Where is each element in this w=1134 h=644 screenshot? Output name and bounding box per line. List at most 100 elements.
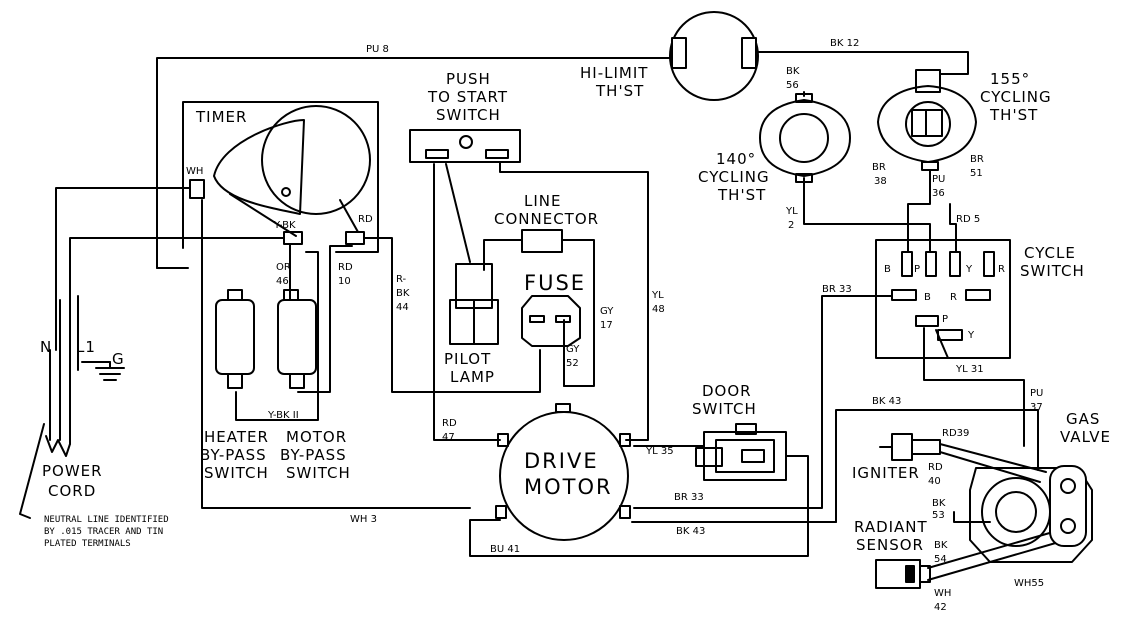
motor-bypass-line2: BY-PASS (280, 446, 347, 464)
wire-label-pu8: PU 8 (366, 44, 389, 55)
push-to-start-term-2 (485, 149, 509, 159)
radiant-sensor-tab (905, 565, 915, 583)
wire-label-wh42-a: WH (934, 588, 951, 599)
timer-rd-terminal (345, 231, 365, 245)
motor-bypass-body (277, 299, 317, 375)
motor-bypass-bottom (289, 373, 305, 389)
wire-yl48 (499, 161, 649, 441)
radiant-sensor-line2: SENSOR (856, 536, 924, 554)
cycle-switch-low-p: P (942, 314, 948, 325)
cycle-switch-mid-r: R (950, 292, 957, 303)
cycle-switch-top-y: Y (965, 264, 973, 275)
wire-rd10 (297, 245, 353, 393)
wire-label-rbk44-a: R- (396, 274, 407, 285)
cycle-switch-box (875, 239, 1011, 359)
gas-valve-line2: VALVE (1060, 428, 1111, 446)
note-line2: BY .015 TRACER AND TIN (44, 527, 163, 537)
drive-motor-term-left (497, 433, 509, 447)
gas-valve-bolt-bottom (1060, 518, 1076, 534)
door-switch-outer (703, 431, 787, 481)
wire-label-bk56-b: 56 (786, 80, 799, 91)
wire-br33-top (633, 295, 893, 509)
wire-rd-timer (339, 199, 359, 233)
wire-label-yl31: YL 31 (955, 364, 984, 375)
cycle-term-p (901, 251, 913, 277)
push-to-start-button (459, 135, 473, 149)
heater-bypass-line1: HEATER (204, 428, 269, 446)
cycle-term-b-mid (891, 289, 917, 301)
wire-line-connector (483, 239, 523, 271)
heater-bypass-line2: BY-PASS (200, 446, 267, 464)
wire-yl2 (803, 177, 931, 253)
push-to-start-term-1 (425, 149, 449, 159)
bypass-switches: HEATER BY-PASS SWITCH MOTOR BY-PASS SWIT… (200, 262, 410, 482)
cycle-switch-top-r: R (998, 264, 1005, 275)
door-switch: DOOR SWITCH (692, 382, 787, 481)
cycling-155-line3: TH'ST (989, 106, 1038, 124)
wire-sensor-2 (927, 539, 1067, 581)
wire-label-rbk44-c: 44 (396, 302, 409, 313)
wire-pu8 (156, 57, 673, 269)
wire-bk43-top (835, 409, 1039, 523)
wire-ybk (229, 193, 297, 237)
wire-label-rd5: RD 5 (956, 214, 980, 225)
igniter-body (891, 433, 913, 461)
wire-rd47 (433, 163, 501, 441)
wire-label-ybk-timer: Y-BK (273, 220, 296, 231)
drive-motor-term-right (619, 433, 631, 447)
cycling-155-top-tab (915, 69, 941, 93)
wire-gy17 (561, 239, 595, 387)
wire-label-wh42-b: 42 (934, 602, 947, 613)
wire-label-pu37-b: 37 (1030, 402, 1043, 413)
radiant-sensor-line1: RADIANT (854, 518, 928, 536)
wire-label-wh3: WH 3 (350, 514, 377, 525)
cycling-thermostat-155: 155° CYCLING TH'ST BR 38 PU 36 BR 51 RD … (872, 69, 1051, 225)
wire-label-bk12: BK 12 (830, 38, 859, 49)
timer-wh-label: WH (186, 166, 203, 177)
cycle-switch: CYCLE SWITCH B P Y R B R P Y BR 33 YL 31 (822, 244, 1084, 375)
radiant-sensor-plug (919, 565, 931, 583)
wire-black-hub (69, 237, 285, 321)
cycle-term-r-mid (965, 289, 991, 301)
igniter-plug (911, 439, 941, 455)
cord-g-label: G (112, 350, 125, 368)
drive-motor: DRIVE MOTOR RD 47 YL 35 BR 33 BK 43 WH 3… (350, 403, 705, 555)
cycling-140-line1: 140° (716, 150, 756, 168)
push-to-start-body (409, 129, 521, 163)
wire-label-bk56-a: BK (786, 66, 800, 77)
wire-label-bk53-b: 53 (932, 510, 945, 521)
wire-label-br33-bottom: BR 33 (674, 492, 704, 503)
motor-bypass-line3: SWITCH (286, 464, 351, 482)
fuse-term-1 (529, 315, 545, 323)
wire-label-rbk44-b: BK (396, 288, 410, 299)
wire-label-pu37-a: PU (1030, 388, 1043, 399)
pilot-lamp-line1: PILOT (444, 350, 491, 368)
hi-limit-body (669, 11, 759, 101)
wire-label-rd40-b: 40 (928, 476, 941, 487)
pilot-lamp-line2: LAMP (450, 368, 495, 386)
motor-bypass-line1: MOTOR (286, 428, 347, 446)
wire-label-bk54-b: 54 (934, 554, 947, 565)
wire-door-right (469, 455, 809, 557)
wire-yl31 (923, 327, 1025, 447)
wire-label-rd47-a: RD (442, 418, 457, 429)
gas-valve-bolt-top (1060, 478, 1076, 494)
hi-limit-left-tab (671, 37, 687, 69)
wire-label-br38-b: 38 (874, 176, 887, 187)
cycling-140-line2: CYCLING (698, 168, 770, 186)
cord-l1-label: L1 (76, 338, 96, 356)
drive-motor-term-br (619, 505, 631, 519)
wire-label-gy17-a: GY (600, 306, 614, 317)
cycling-155-cup (905, 101, 951, 147)
cycling-140-term-bottom (795, 173, 813, 183)
wire-label-rd10-b: 10 (338, 276, 351, 287)
timer-cam (213, 119, 305, 215)
line-connector-body (521, 229, 563, 253)
heater-bypass-body (215, 299, 255, 375)
motor-bypass-top (283, 289, 299, 301)
line-connector: LINE CONNECTOR (494, 192, 598, 253)
power-cord: N L1 G POWER CORD NEUTRAL LINE IDENTIFIE… (19, 295, 169, 549)
timer-cam-hub (281, 187, 291, 197)
hi-limit-right-tab (741, 37, 757, 69)
